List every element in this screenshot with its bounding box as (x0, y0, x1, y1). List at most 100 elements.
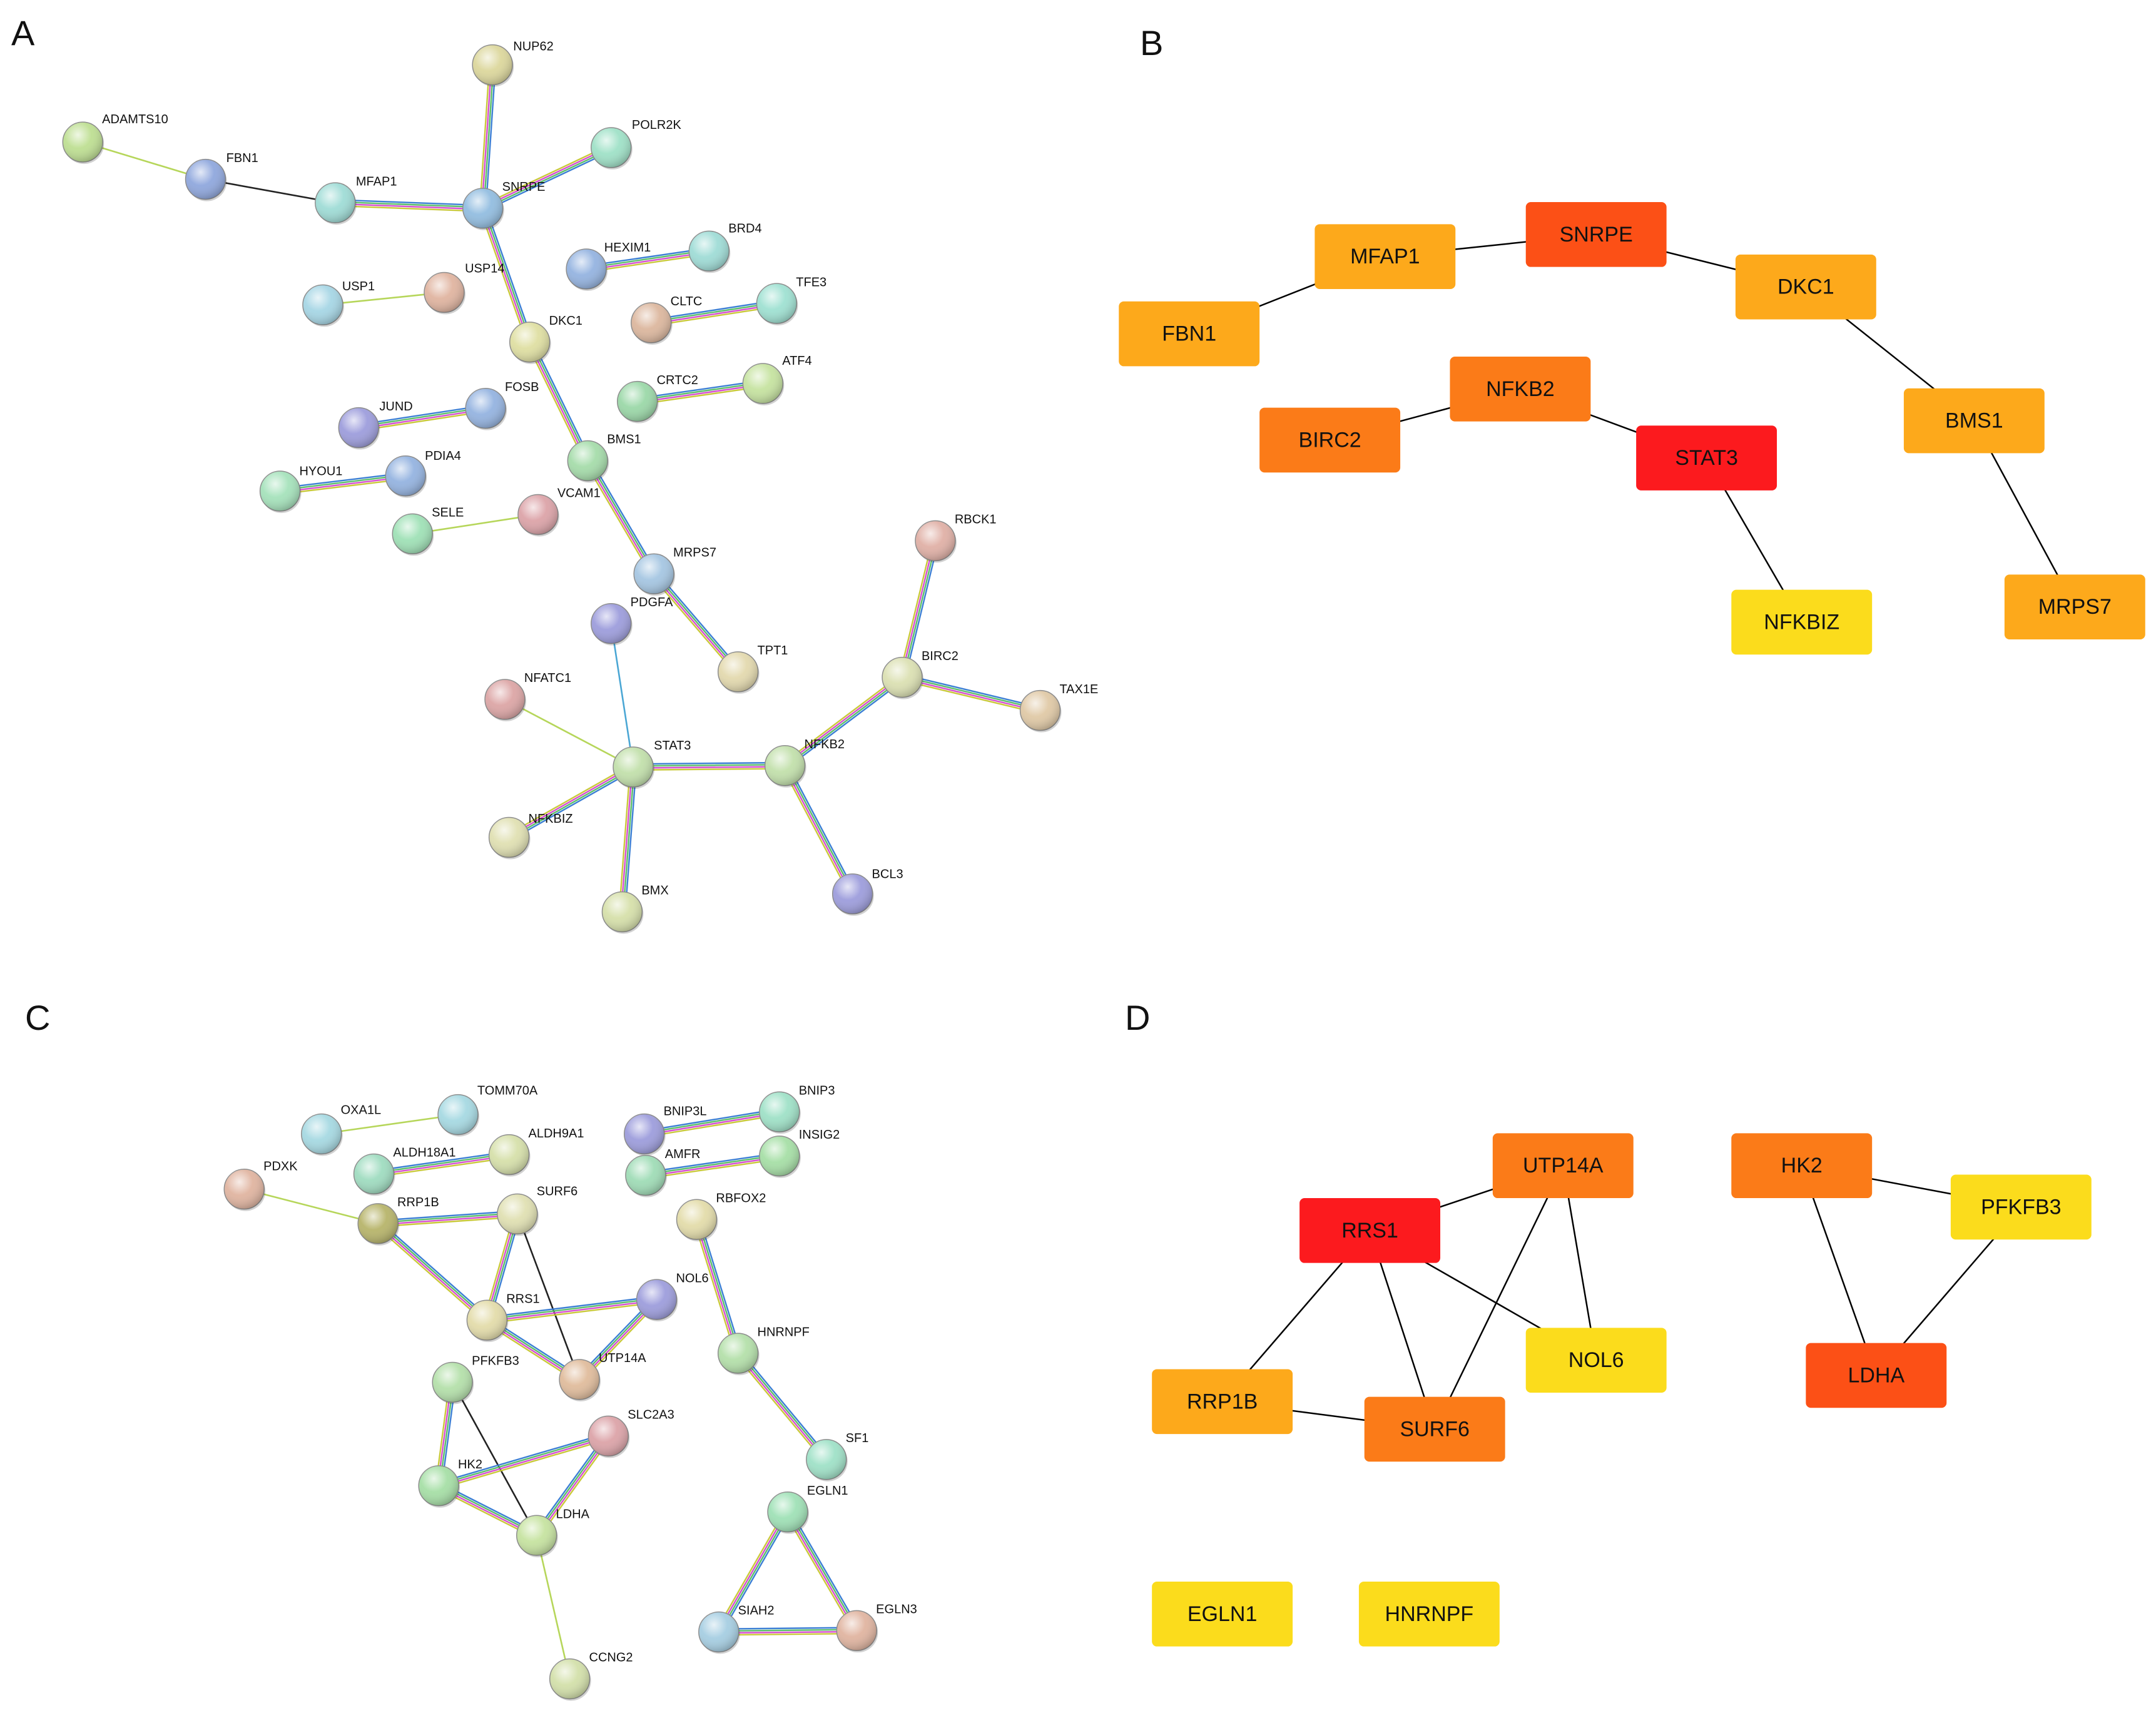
protein-node[interactable]: DKC1 (509, 314, 582, 364)
hub-gene-node[interactable]: LDHA (1806, 1343, 1947, 1408)
hub-gene-box (1119, 301, 1260, 367)
protein-node[interactable]: MRPS7 (633, 546, 716, 596)
protein-node[interactable]: HYOU1 (259, 464, 343, 513)
protein-node[interactable]: ALDH18A1 (353, 1146, 456, 1196)
hub-gene-node[interactable]: SNRPE (1525, 202, 1667, 267)
node-sphere-highlight (465, 388, 506, 429)
protein-node[interactable]: ATF4 (742, 354, 812, 405)
hub-gene-node[interactable]: PFKFB3 (1950, 1174, 2092, 1240)
evidence-line (243, 1188, 379, 1225)
evidence-line (654, 572, 740, 672)
node-sphere-highlight (301, 1114, 342, 1154)
protein-node[interactable]: SLC2A3 (587, 1408, 674, 1458)
node-sphere-highlight (260, 471, 300, 511)
protein-node[interactable]: FOSB (465, 380, 539, 430)
hub-gene-node[interactable]: NOL6 (1525, 1328, 1667, 1393)
protein-node[interactable]: MFAP1 (315, 175, 397, 225)
protein-node[interactable]: BMS1 (567, 433, 641, 483)
node-label: BMS1 (607, 433, 641, 447)
hub-gene-box (1950, 1174, 2092, 1240)
protein-node[interactable]: AMFR (625, 1147, 701, 1197)
protein-node[interactable]: RRS1 (466, 1292, 540, 1343)
protein-node[interactable]: JUND (338, 400, 413, 450)
hub-gene-box (1299, 1198, 1441, 1263)
evidence-line (279, 472, 405, 489)
protein-node[interactable]: ADAMTS10 (62, 113, 168, 165)
interaction-edge (205, 178, 336, 204)
evidence-line (487, 1298, 657, 1320)
protein-node[interactable]: EGLN3 (836, 1603, 917, 1653)
protein-node[interactable]: POLR2K (591, 118, 682, 170)
hub-gene-node[interactable]: MFAP1 (1314, 224, 1456, 289)
node-sphere-highlight (567, 440, 608, 481)
hub-gene-node[interactable]: UTP14A (1492, 1133, 1634, 1199)
node-label: CCNG2 (589, 1651, 633, 1665)
hub-gene-node[interactable]: RRP1B (1152, 1369, 1293, 1435)
protein-node[interactable]: PDGFA (591, 596, 673, 646)
protein-node[interactable]: BMX (601, 884, 669, 934)
protein-node[interactable]: FBN1 (185, 151, 258, 201)
hub-gene-node[interactable]: STAT3 (1636, 425, 1777, 490)
protein-node[interactable]: SURF6 (497, 1184, 577, 1236)
protein-node[interactable]: BIRC2 (882, 649, 959, 699)
evidence-line (377, 1212, 517, 1224)
node-sphere-highlight (392, 514, 433, 554)
protein-node[interactable]: SIAH2 (698, 1604, 775, 1654)
protein-node[interactable]: RBFOX2 (676, 1191, 766, 1242)
hub-gene-node[interactable]: HNRNPF (1358, 1582, 1500, 1647)
protein-node[interactable]: PDXK (223, 1160, 298, 1211)
hub-gene-node[interactable]: EGLN1 (1152, 1582, 1293, 1647)
protein-node[interactable]: LDHA (516, 1507, 590, 1558)
protein-node[interactable]: TAX1E (1019, 683, 1099, 733)
protein-node[interactable]: BCL3 (831, 867, 903, 916)
protein-node[interactable]: NUP62 (472, 39, 554, 87)
protein-node[interactable]: SF1 (806, 1431, 869, 1482)
protein-node[interactable]: USP14 (424, 262, 504, 315)
protein-node[interactable]: RRP1B (357, 1196, 439, 1246)
hub-gene-node[interactable]: NFKB2 (1450, 356, 1591, 422)
hub-gene-node[interactable]: SURF6 (1364, 1396, 1505, 1462)
protein-node[interactable]: HEXIM1 (566, 241, 651, 291)
protein-node[interactable]: NFKB2 (764, 738, 845, 788)
protein-node[interactable]: NOL6 (636, 1271, 709, 1322)
protein-node[interactable]: USP1 (302, 280, 375, 327)
protein-node[interactable]: CRTC2 (616, 374, 698, 424)
hub-gene-node[interactable]: DKC1 (1735, 254, 1876, 320)
hub-gene-node[interactable]: BMS1 (1903, 388, 2045, 454)
protein-node[interactable]: SELE (392, 506, 464, 556)
hub-gene-label: BIRC2 (1299, 428, 1361, 452)
protein-node[interactable]: ALDH9A1 (488, 1127, 584, 1177)
protein-node[interactable]: NFATC1 (484, 671, 571, 721)
protein-node[interactable]: PDIA4 (385, 449, 461, 498)
protein-node[interactable]: HK2 (418, 1458, 482, 1508)
protein-node[interactable]: TOMM70A (437, 1084, 538, 1137)
protein-node[interactable]: BRD4 (688, 221, 762, 273)
protein-node[interactable]: VCAM1 (517, 487, 601, 537)
evidence-line (335, 199, 483, 206)
protein-node[interactable]: SNRPE (462, 180, 546, 230)
evidence-line (715, 1510, 786, 1631)
protein-node[interactable]: STAT3 (613, 739, 691, 789)
protein-node[interactable]: CCNG2 (549, 1651, 633, 1701)
hub-gene-node[interactable]: HK2 (1731, 1133, 1873, 1199)
protein-node[interactable]: CLTC (631, 295, 703, 345)
interaction-edge (504, 698, 634, 768)
hub-gene-node[interactable]: RRS1 (1299, 1198, 1441, 1263)
protein-node[interactable]: UTP14A (559, 1351, 646, 1401)
protein-node[interactable]: OXA1L (301, 1103, 381, 1156)
hub-gene-node[interactable]: BIRC2 (1259, 407, 1401, 473)
protein-node[interactable]: PFKFB3 (432, 1355, 519, 1405)
protein-node[interactable]: NFKBIZ (488, 812, 573, 860)
protein-node[interactable]: HNRNPF (717, 1325, 810, 1376)
protein-node[interactable]: INSIG2 (759, 1128, 840, 1178)
protein-node[interactable]: TPT1 (717, 644, 788, 694)
hub-gene-node[interactable]: FBN1 (1119, 301, 1260, 367)
protein-node[interactable]: RBCK1 (915, 513, 997, 563)
protein-node[interactable]: BNIP3 (759, 1084, 835, 1134)
protein-node[interactable]: TFE3 (756, 275, 826, 326)
protein-node[interactable]: EGLN1 (767, 1484, 848, 1534)
hub-gene-node[interactable]: NFKBIZ (1731, 589, 1873, 655)
protein-node[interactable]: BNIP3L (624, 1105, 707, 1156)
hub-gene-label: MRPS7 (2038, 595, 2112, 619)
hub-gene-node[interactable]: MRPS7 (2004, 574, 2145, 640)
